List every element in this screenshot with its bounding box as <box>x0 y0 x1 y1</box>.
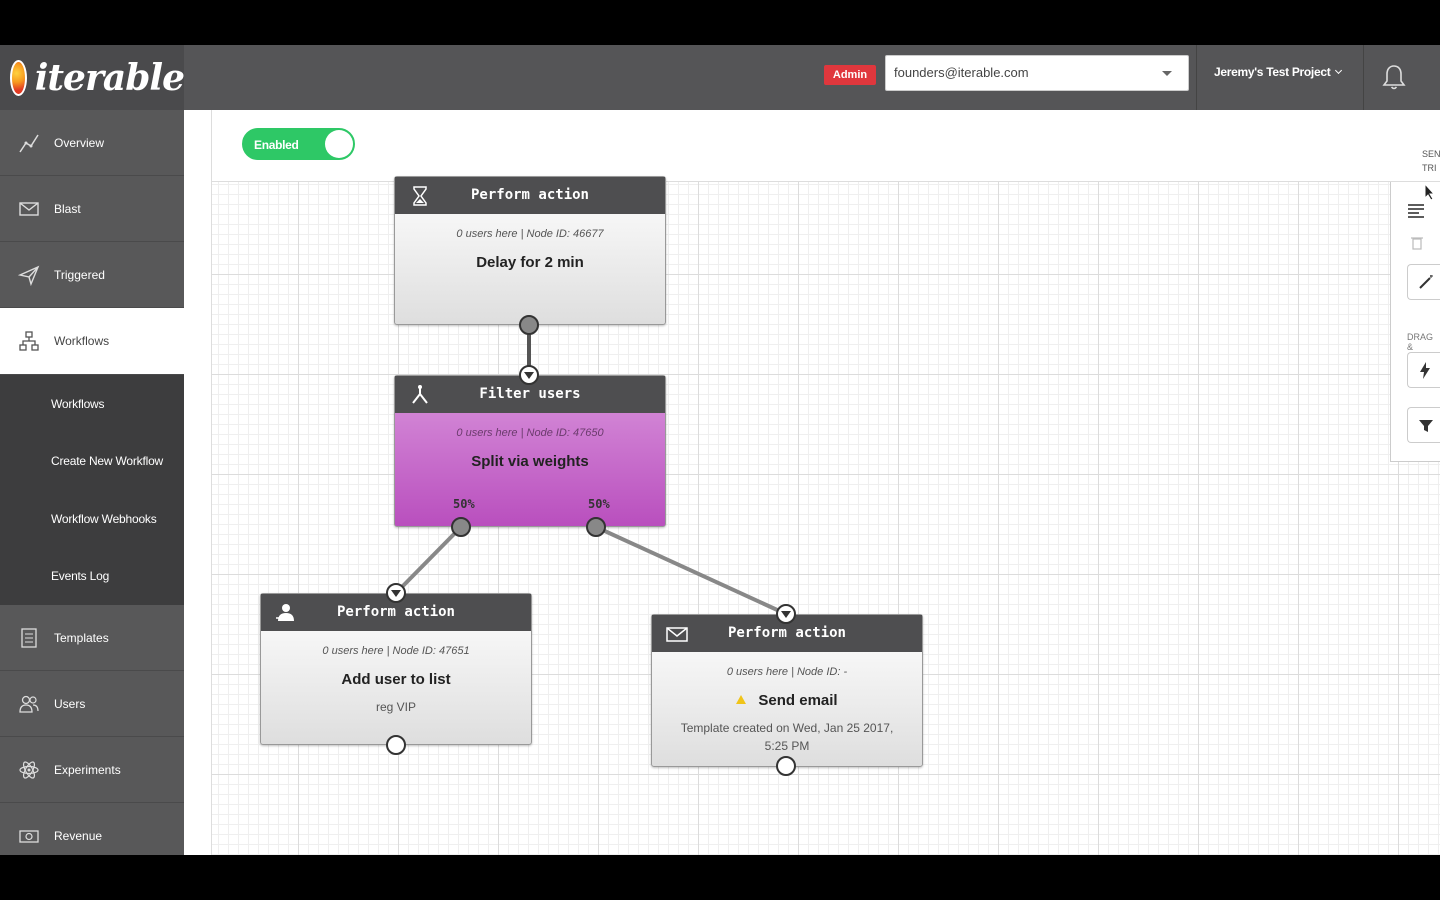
drag-label: DRAG & <box>1407 332 1434 352</box>
output-port[interactable] <box>519 315 539 335</box>
logo[interactable]: iterable <box>0 45 185 110</box>
paper-plane-icon <box>16 264 42 286</box>
filter-tool-button[interactable] <box>1407 407 1440 443</box>
node-subtitle: reg VIP <box>375 700 417 714</box>
node-title: Delay for 2 min <box>476 254 584 271</box>
envelope-icon <box>16 198 42 220</box>
chevron-down-icon <box>1162 71 1172 76</box>
split-left-percent: 50% <box>453 497 475 511</box>
side-text-1: SEN <box>1422 149 1440 159</box>
magic-wand-button[interactable] <box>1407 264 1440 300</box>
output-port-left[interactable] <box>451 517 471 537</box>
bell-icon[interactable] <box>1382 63 1406 91</box>
node-meta: 0 users here | Node ID: - <box>726 666 848 678</box>
workflows-subnav: Workflows Create New Workflow Workflow W… <box>0 375 184 605</box>
sidebar-item-templates[interactable]: Templates <box>0 605 184 671</box>
node-subtitle: Template created on Wed, Jan 25 2017, 5:… <box>680 721 894 753</box>
sidebar-item-label: Users <box>54 696 86 711</box>
letterbox-bottom <box>0 855 1440 900</box>
templates-icon <box>16 627 42 649</box>
node-title: Split via weights <box>471 453 589 470</box>
enabled-toggle[interactable]: Enabled <box>242 128 355 160</box>
workflow-node-delay[interactable]: Perform action 0 users here | Node ID: 4… <box>394 176 666 325</box>
node-meta: 0 users here | Node ID: 46677 <box>456 228 604 240</box>
org-email: founders@iterable.com <box>894 65 1029 80</box>
logo-mark-icon <box>10 59 27 96</box>
toggle-knob <box>325 130 353 158</box>
envelope-icon <box>666 627 688 642</box>
atom-icon <box>16 759 42 781</box>
node-header-label: Perform action <box>470 187 589 203</box>
sidebar: Overview Blast Triggered Workflows Workf… <box>0 110 184 855</box>
project-switcher[interactable]: Jeremy's Test Project <box>1214 65 1343 79</box>
side-text-2: TRI <box>1422 163 1437 173</box>
warning-icon <box>736 695 747 704</box>
letterbox-top <box>0 0 1440 45</box>
workflow-node-send-email[interactable]: Perform action 0 users here | Node ID: -… <box>651 614 923 767</box>
sidebar-item-label: Overview <box>54 135 105 150</box>
input-port[interactable] <box>519 365 539 385</box>
workflow-node-filter[interactable]: Filter users 0 users here | Node ID: 476… <box>394 375 666 527</box>
sidebar-item-overview[interactable]: Overview <box>0 110 184 176</box>
sidebar-item-label: Templates <box>54 630 109 645</box>
trash-icon[interactable] <box>1411 236 1423 250</box>
top-bar: iterable Admin founders@iterable.com Jer… <box>0 45 1440 110</box>
app-window: iterable Admin founders@iterable.com Jer… <box>0 45 1440 855</box>
sidebar-item-label: Triggered <box>54 267 105 282</box>
workflow-tree-icon <box>16 330 42 352</box>
divider <box>1196 45 1197 110</box>
node-header-label: Perform action <box>727 625 846 641</box>
node-title-text: Send email <box>758 692 838 709</box>
sidebar-item-label: Revenue <box>54 828 103 843</box>
sidebar-item-users[interactable]: Users <box>0 671 184 737</box>
node-header-label: Filter users <box>479 386 581 402</box>
sidebar-item-label: Experiments <box>54 762 121 777</box>
split-icon <box>412 385 428 404</box>
lightning-icon <box>1420 362 1430 379</box>
sidebar-item-workflows[interactable]: Workflows <box>0 308 184 375</box>
sidebar-item-label: Workflows <box>54 334 110 348</box>
funnel-icon <box>1419 420 1433 432</box>
divider <box>1363 45 1364 110</box>
org-select[interactable]: founders@iterable.com <box>885 55 1189 91</box>
toggle-label: Enabled <box>254 138 299 152</box>
add-user-icon <box>276 604 294 621</box>
sidebar-gutter <box>184 110 212 855</box>
node-header-label: Perform action <box>336 604 455 620</box>
subnav-item-events-log[interactable]: Events Log <box>51 569 110 583</box>
split-right-percent: 50% <box>588 497 610 511</box>
node-meta: 0 users here | Node ID: 47651 <box>322 645 470 657</box>
output-port[interactable] <box>776 756 796 776</box>
output-port[interactable] <box>386 735 406 755</box>
sidebar-item-experiments[interactable]: Experiments <box>0 737 184 803</box>
input-port[interactable] <box>386 583 406 603</box>
output-port-right[interactable] <box>586 517 606 537</box>
node-meta: 0 users here | Node ID: 47650 <box>456 427 604 439</box>
sidebar-item-revenue[interactable]: Revenue <box>0 803 184 855</box>
subnav-item-create-new-workflow[interactable]: Create New Workflow <box>51 454 164 468</box>
node-title: Send email <box>652 692 922 709</box>
trigger-tool-button[interactable] <box>1407 352 1440 388</box>
workflow-node-add-to-list[interactable]: Perform action 0 users here | Node ID: 4… <box>260 593 532 745</box>
sidebar-item-triggered[interactable]: Triggered <box>0 242 184 308</box>
subnav-item-workflow-webhooks[interactable]: Workflow Webhooks <box>51 512 157 526</box>
node-title: Add user to list <box>341 671 451 688</box>
users-icon <box>16 693 42 715</box>
workflow-header <box>212 110 1440 182</box>
input-port[interactable] <box>776 604 796 624</box>
align-lines-icon[interactable] <box>1407 202 1425 218</box>
chart-line-icon <box>16 132 42 154</box>
hourglass-icon <box>413 186 427 206</box>
sidebar-item-blast[interactable]: Blast <box>0 176 184 242</box>
project-name: Jeremy's Test Project <box>1214 65 1331 79</box>
tool-panel: DRAG & <box>1390 182 1440 462</box>
sidebar-item-label: Blast <box>54 201 81 216</box>
brand-name: iterable <box>34 56 185 99</box>
magic-wand-icon <box>1419 275 1433 289</box>
admin-badge: Admin <box>824 65 876 85</box>
cash-icon <box>16 825 42 847</box>
mouse-cursor-icon <box>1424 183 1436 201</box>
node-header: Perform action <box>395 177 665 214</box>
subnav-item-workflows[interactable]: Workflows <box>51 397 105 411</box>
